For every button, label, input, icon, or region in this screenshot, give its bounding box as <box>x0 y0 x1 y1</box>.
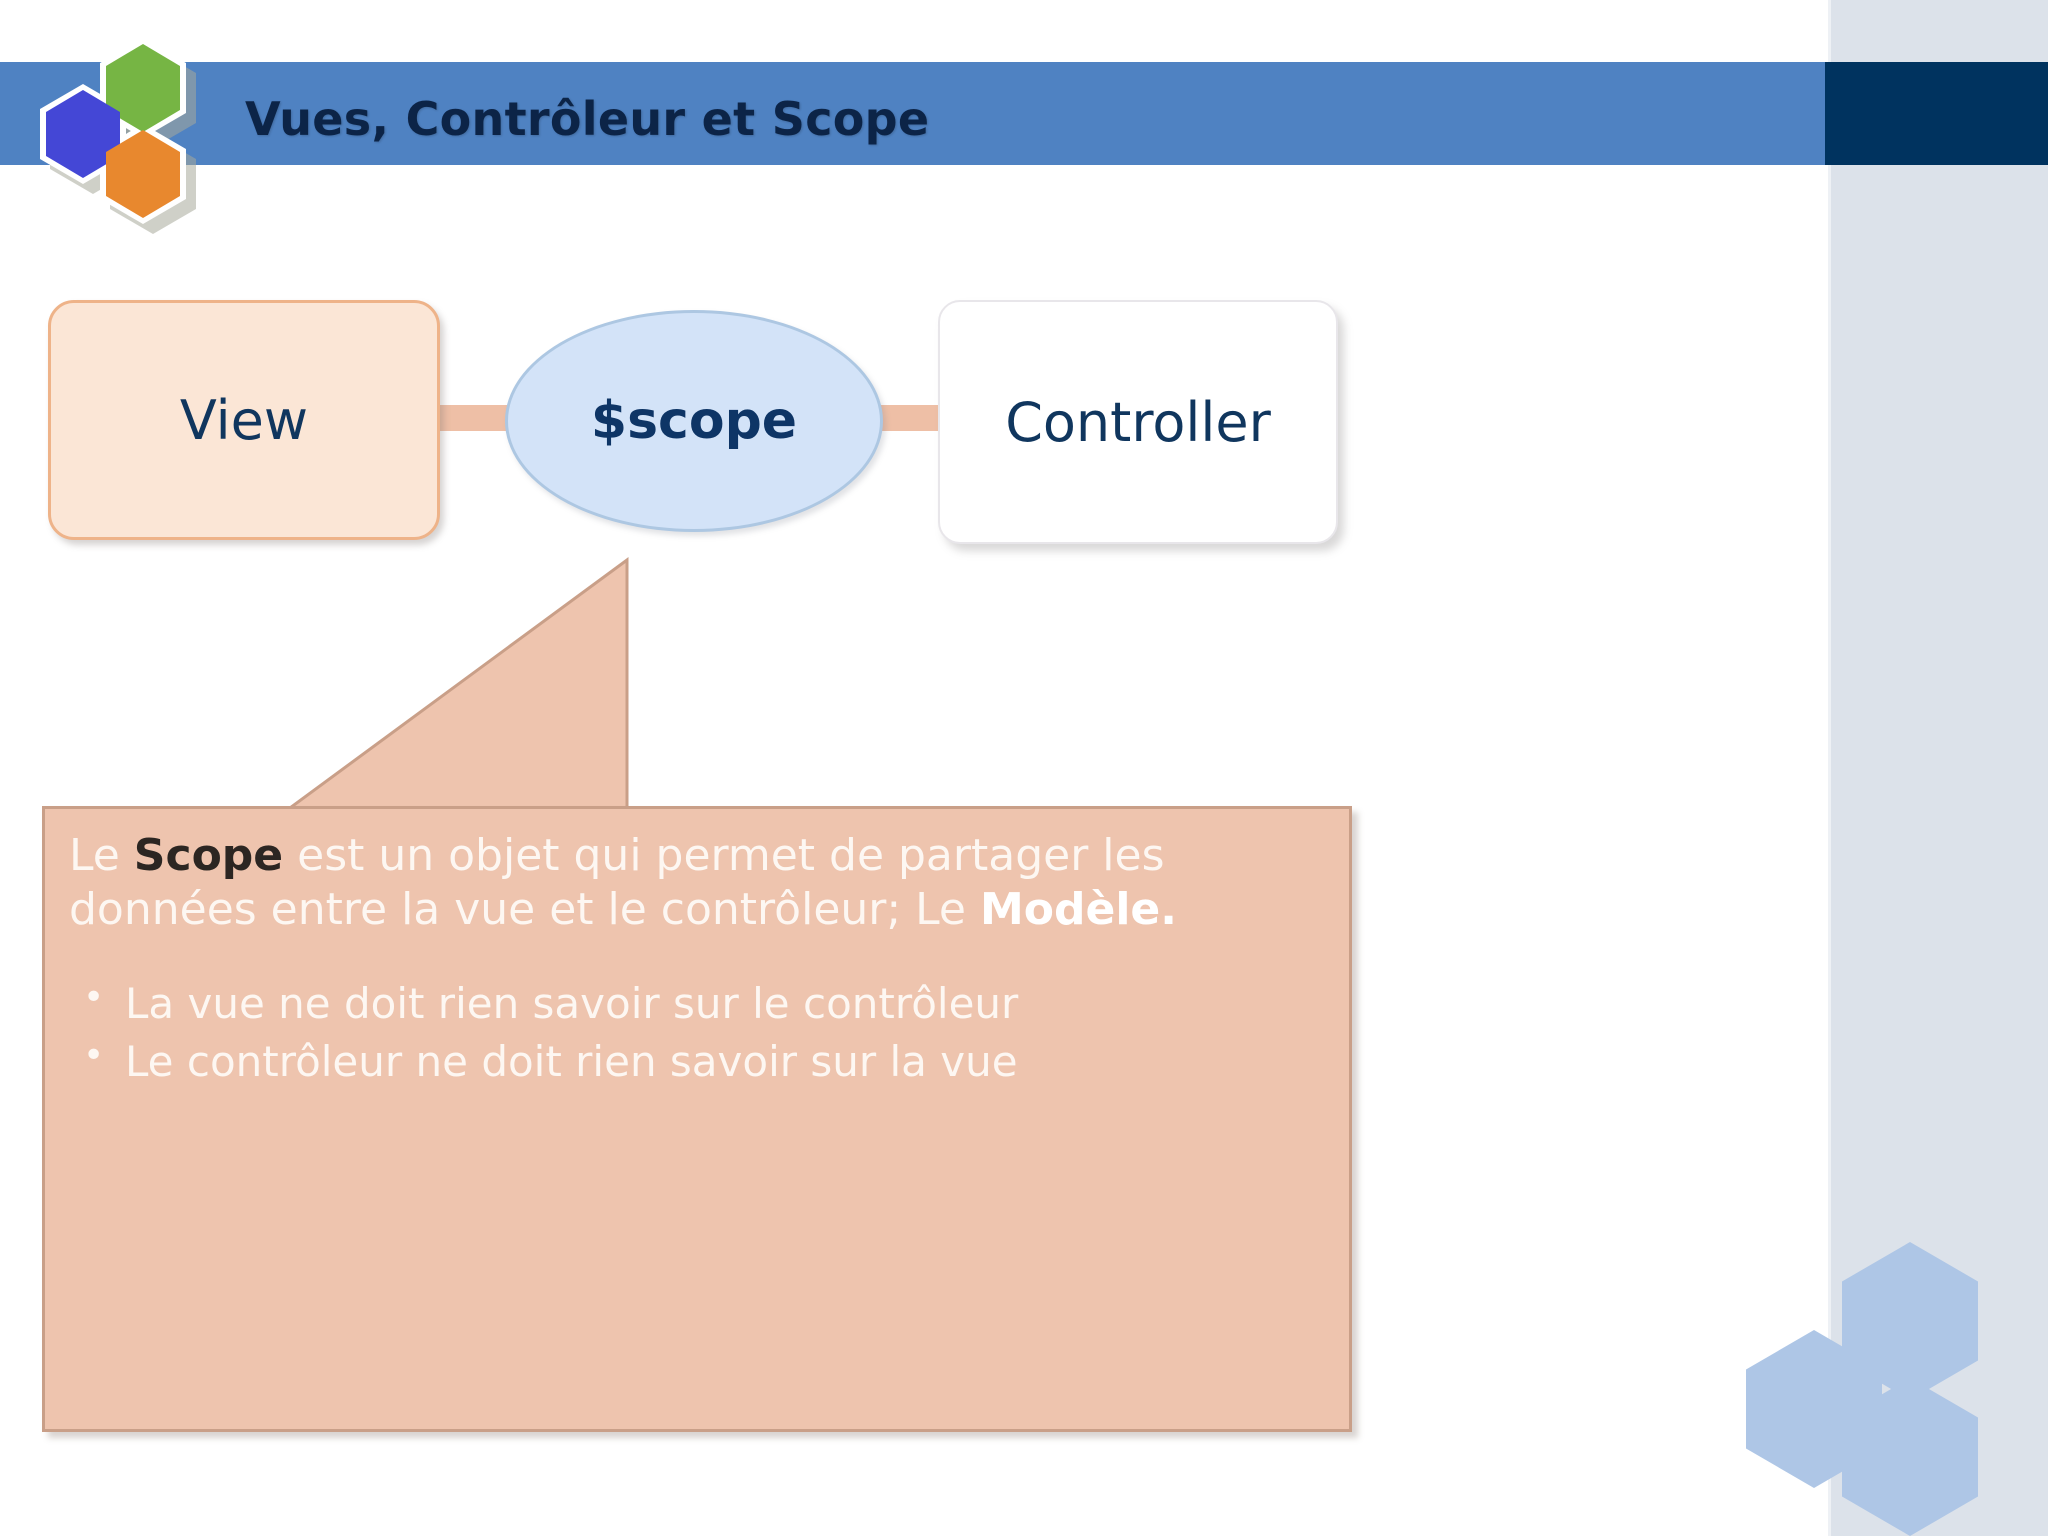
scope-node[interactable]: $scope <box>505 310 883 532</box>
scope-node-label: $scope <box>590 391 798 451</box>
callout-bold-modele: Modèle. <box>979 883 1177 935</box>
callout-tail <box>257 557 629 830</box>
scope-diagram: View $scope Controller <box>0 0 1400 600</box>
callout-text-part2: est un objet qui permet de partager les … <box>69 830 1165 935</box>
list-item: La vue ne doit rien savoir sur le contrô… <box>69 975 1319 1031</box>
hexagon-orange-icon <box>106 130 180 218</box>
callout-text-part1: Le <box>69 830 134 881</box>
controller-node-label: Controller <box>1005 390 1271 454</box>
callout-bold-scope: Scope <box>133 830 284 881</box>
decorative-hexagon-top-icon <box>1842 1242 1978 1400</box>
header-bar-accent <box>1825 62 2048 165</box>
controller-node[interactable]: Controller <box>938 300 1338 544</box>
right-panel-seam <box>1828 0 1831 1536</box>
callout-box: Le Scope est un objet qui permet de part… <box>42 806 1352 1432</box>
header-bar <box>0 62 1825 165</box>
view-node[interactable]: View <box>48 300 440 540</box>
decorative-hexagon-bottom-icon <box>1842 1378 1978 1536</box>
callout-bullet-list: La vue ne doit rien savoir sur le contrô… <box>69 975 1319 1093</box>
hexagon-cluster-logo-icon <box>18 28 198 234</box>
slide-title: Vues, Contrôleur et Scope <box>245 92 930 146</box>
view-node-label: View <box>179 388 309 452</box>
callout-paragraph: Le Scope est un objet qui permet de part… <box>69 829 1319 936</box>
list-item: Le contrôleur ne doit rien savoir sur la… <box>69 1033 1319 1089</box>
